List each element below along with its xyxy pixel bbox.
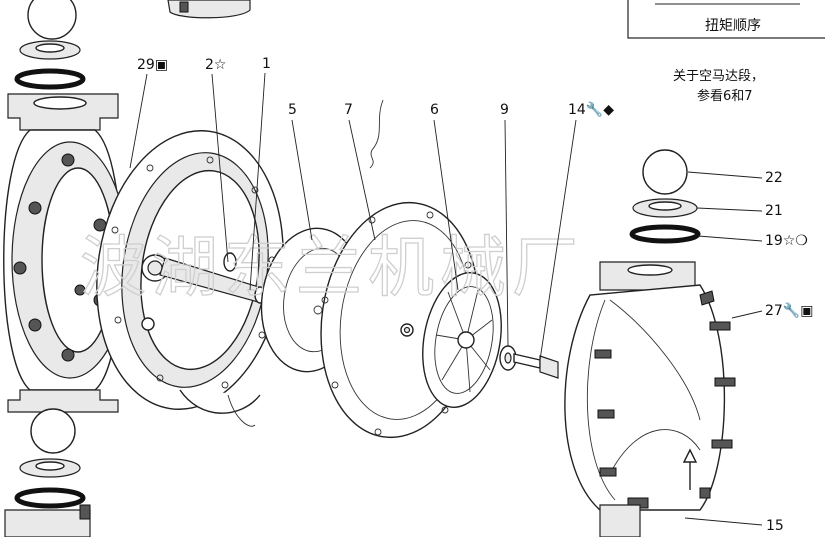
callout-1: 1 [262, 56, 271, 72]
top-left-o-ring [14, 68, 86, 90]
right-o-ring-19 [629, 224, 701, 244]
callout-29: 29▣ [137, 57, 168, 73]
air-chamber-holes [111, 156, 276, 389]
bottom-left-o-ring [14, 487, 86, 509]
outer-plate-part-6 [422, 272, 502, 408]
air-chamber-part-1 [96, 130, 284, 414]
right-fluid-chamber-part-15 [564, 149, 736, 538]
bottom-manifold [7, 389, 119, 413]
callout-15: 15 [766, 518, 784, 534]
chamber-bolts-27 [594, 290, 736, 509]
callouts: 29▣ 2☆ 1 5 7 6 9 14🔧◆ 22 21 19☆❍ 27🔧▣ 15 [129, 56, 813, 534]
top-left-ball [27, 0, 77, 40]
callout-7: 7 [344, 102, 353, 118]
torque-sequence-label: 扭矩顺序 [705, 18, 761, 34]
callout-14: 14🔧◆ [568, 100, 614, 118]
air-motor-note: 关于空马达段， 参看6和7 [673, 69, 764, 104]
callout-9: 9 [500, 102, 509, 118]
torque-sequence-box: 扭矩顺序 [627, 0, 825, 39]
note-line-1: 关于空马达段， [673, 69, 764, 84]
callout-19: 19☆❍ [765, 233, 808, 249]
callout-22: 22 [765, 170, 783, 186]
callout-27: 27🔧▣ [765, 301, 813, 319]
callout-2: 2☆ [205, 57, 226, 73]
callout-5: 5 [288, 102, 297, 118]
right-ball-22 [642, 149, 688, 195]
callout-21: 21 [765, 203, 783, 219]
bolt-part-14 [513, 353, 559, 379]
bottom-left-ball [30, 408, 76, 454]
watermark: 波湖东兰机械厂 [80, 229, 584, 306]
note-line-2: 参看6和7 [697, 88, 753, 104]
callout-6: 6 [430, 102, 439, 118]
